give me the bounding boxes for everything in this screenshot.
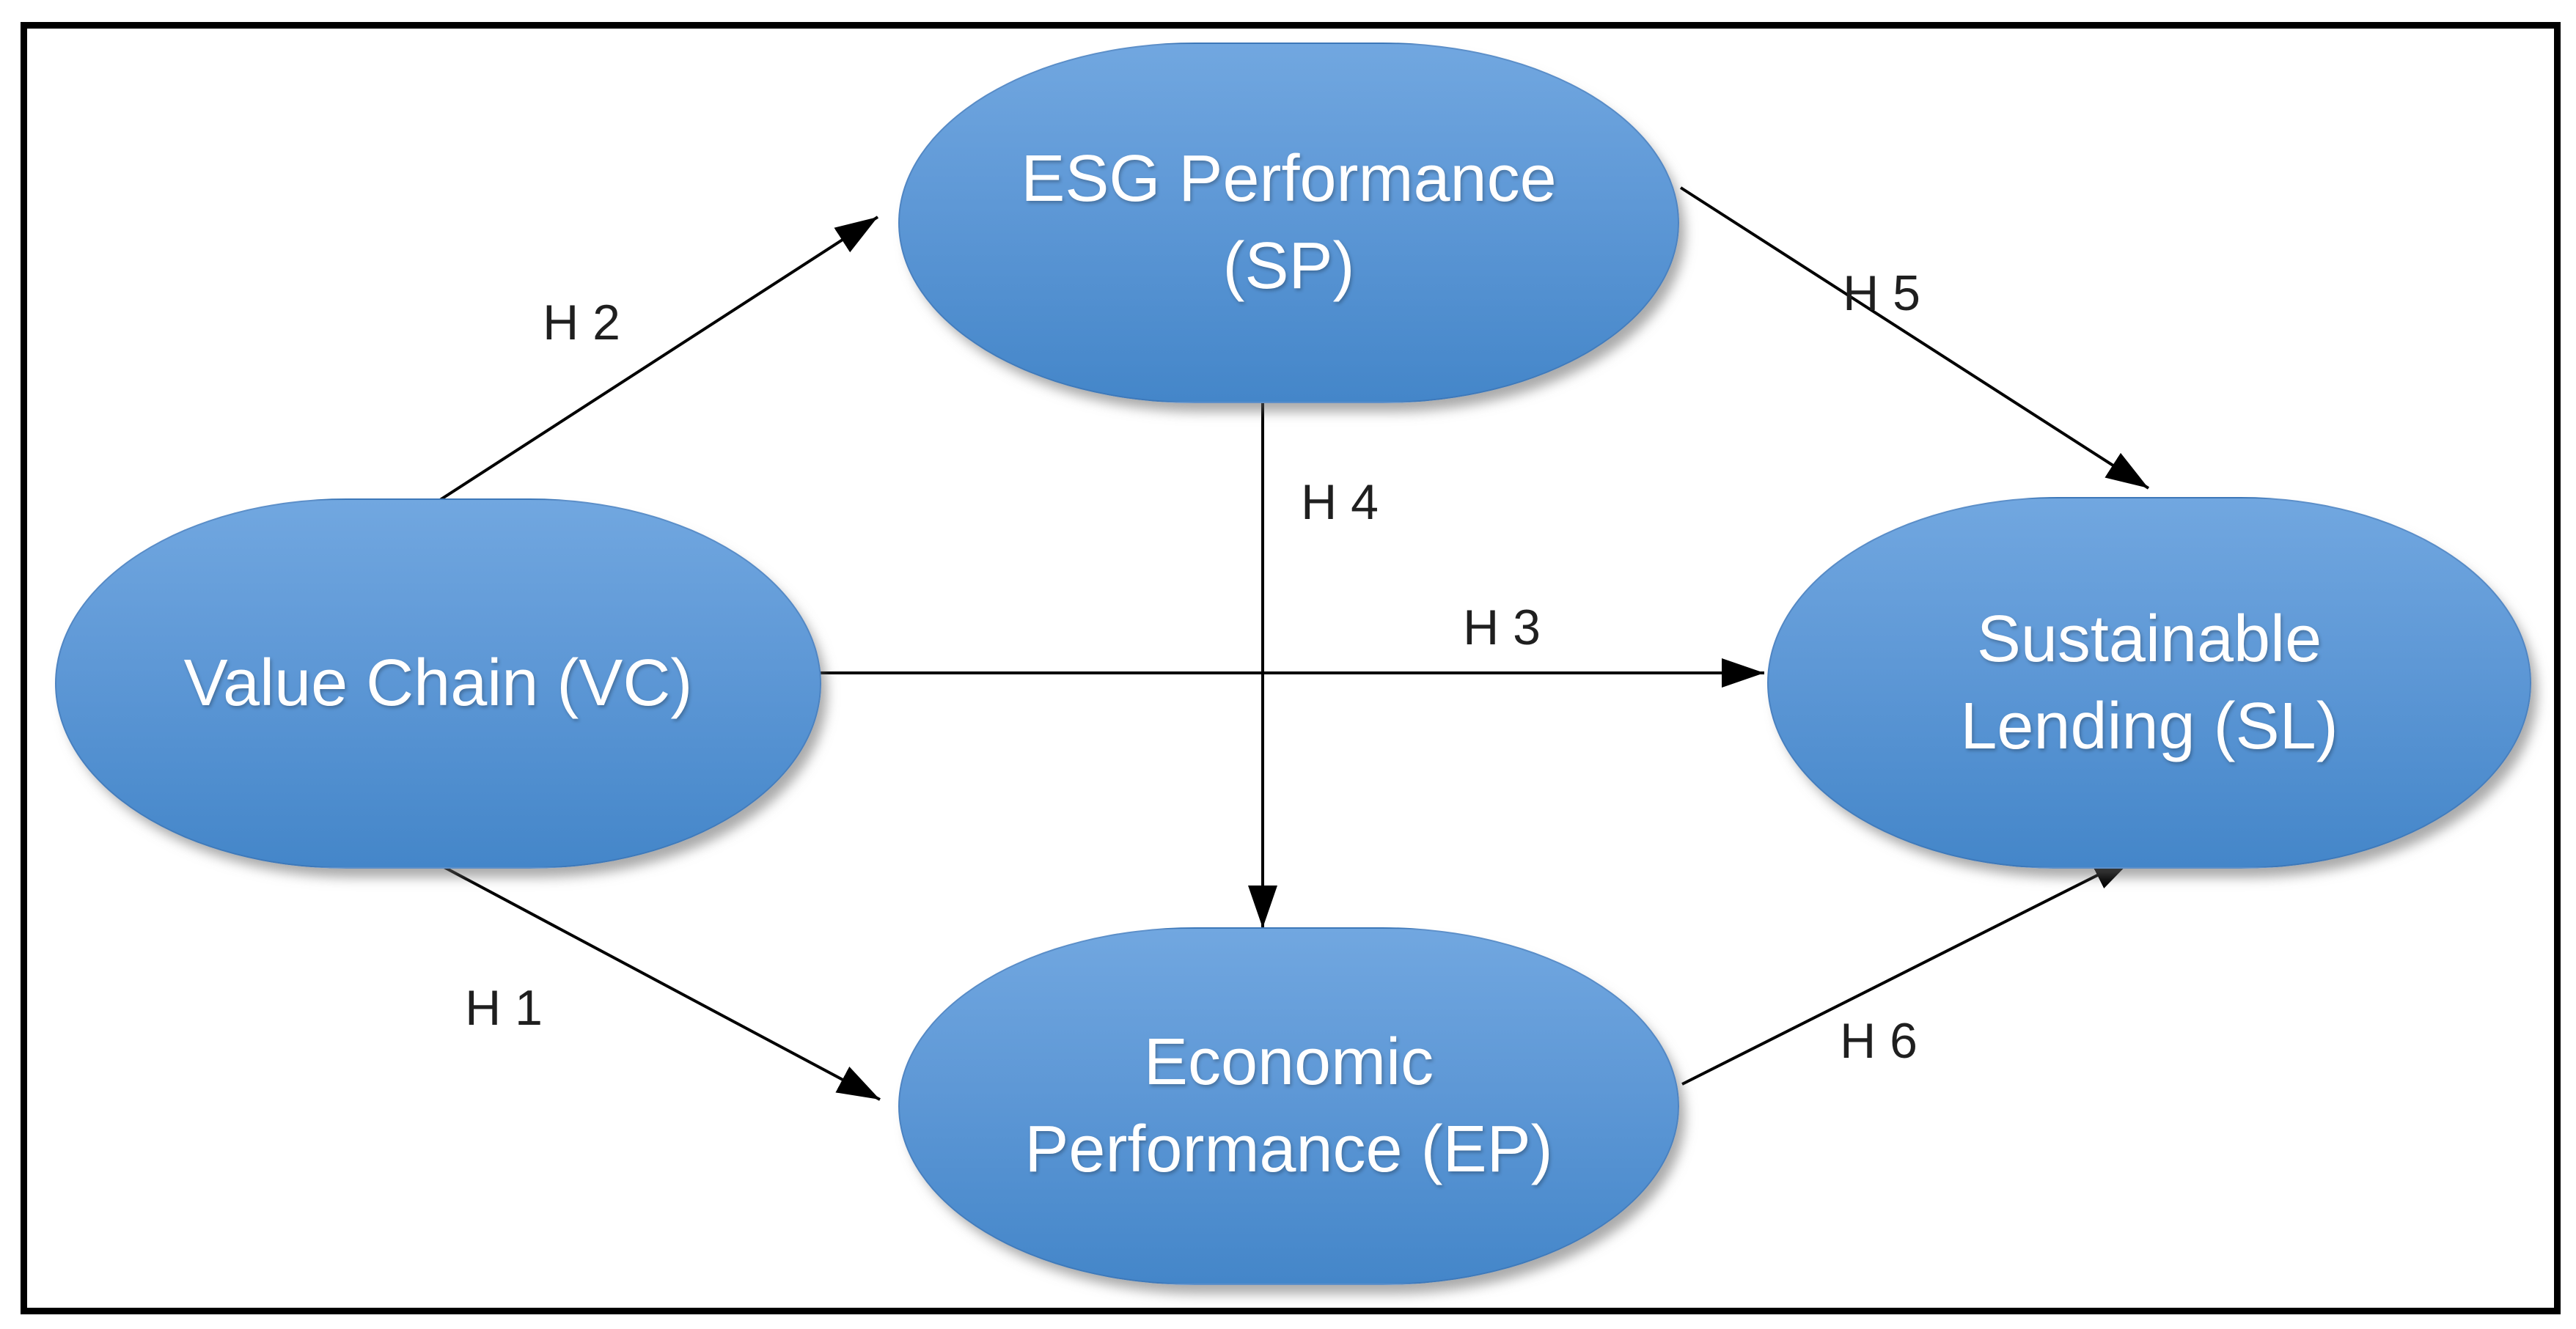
- edge-label-h5: H 5: [1843, 265, 1920, 321]
- edge-label-h1: H 1: [465, 980, 543, 1036]
- arrow-sp-to-sl: [1679, 186, 2150, 490]
- node-esg-performance-label: ESG Performance: [1021, 142, 1557, 216]
- edge-label-h6: H 6: [1840, 1013, 1918, 1069]
- outer-border: [21, 22, 2561, 1314]
- node-value-chain-label: Value Chain (VC): [183, 647, 693, 721]
- arrow-vc-to-sp: [438, 216, 879, 501]
- node-value-chain: Value Chain (VC): [55, 498, 821, 869]
- node-sustainable-lending-label: Sustainable: [1976, 602, 2322, 676]
- node-economic-performance: Economic Performance (EP): [898, 927, 1679, 1285]
- node-esg-performance-label-2: (SP): [1222, 229, 1355, 303]
- node-sustainable-lending-label-2: Lending (SL): [1960, 689, 2338, 763]
- edge-label-h4: H 4: [1301, 474, 1379, 530]
- edge-label-h2: H 2: [543, 295, 620, 350]
- arrow-vc-to-ep: [439, 864, 881, 1101]
- node-esg-performance: ESG Performance (SP): [898, 43, 1679, 403]
- node-economic-performance-label: Economic: [1143, 1026, 1434, 1100]
- edge-label-h3: H 3: [1463, 600, 1541, 655]
- arrow-ep-to-sl: [1681, 855, 2136, 1086]
- node-sustainable-lending: Sustainable Lending (SL): [1767, 497, 2531, 869]
- node-economic-performance-label-2: Performance (EP): [1024, 1113, 1553, 1186]
